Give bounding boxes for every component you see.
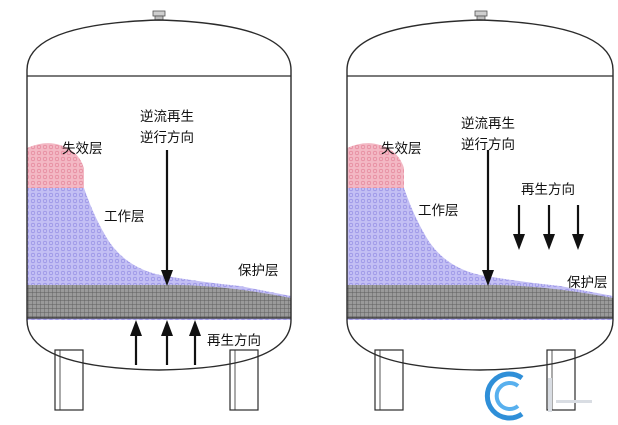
failed-layer [347,143,404,190]
label-regen-direction: 再生方向 [207,333,261,349]
failed-layer [27,143,84,190]
regen-arrows [513,205,584,250]
tank-left: 失效层 工作层 保护层 逆流再生 逆行方向 再生方向 [26,10,292,411]
label-protective-layer: 保护层 [238,263,279,279]
label-counterflow-1: 逆流再生 [140,109,194,125]
label-counterflow-2: 逆行方向 [461,137,515,153]
regen-arrows [130,320,201,365]
label-failed-layer: 失效层 [62,141,103,157]
tank-body [26,19,292,371]
label-regen-direction: 再生方向 [521,182,575,198]
protective-layer [347,284,613,318]
label-failed-layer: 失效层 [381,141,422,157]
protective-layer [27,284,291,318]
label-working-layer: 工作层 [418,203,459,219]
label-working-layer: 工作层 [104,209,145,225]
label-protective-layer: 保护层 [567,275,608,291]
tank-nozzle [474,10,488,17]
tank-leg [229,349,259,411]
tank-nozzle [152,10,166,17]
tank-right: 失效层 工作层 保护层 逆流再生 逆行方向 再生方向 [346,10,614,411]
label-counterflow-1: 逆流再生 [461,116,515,132]
logo-icon [484,371,592,421]
label-counterflow-2: 逆行方向 [140,130,194,146]
tank-body [346,19,614,371]
